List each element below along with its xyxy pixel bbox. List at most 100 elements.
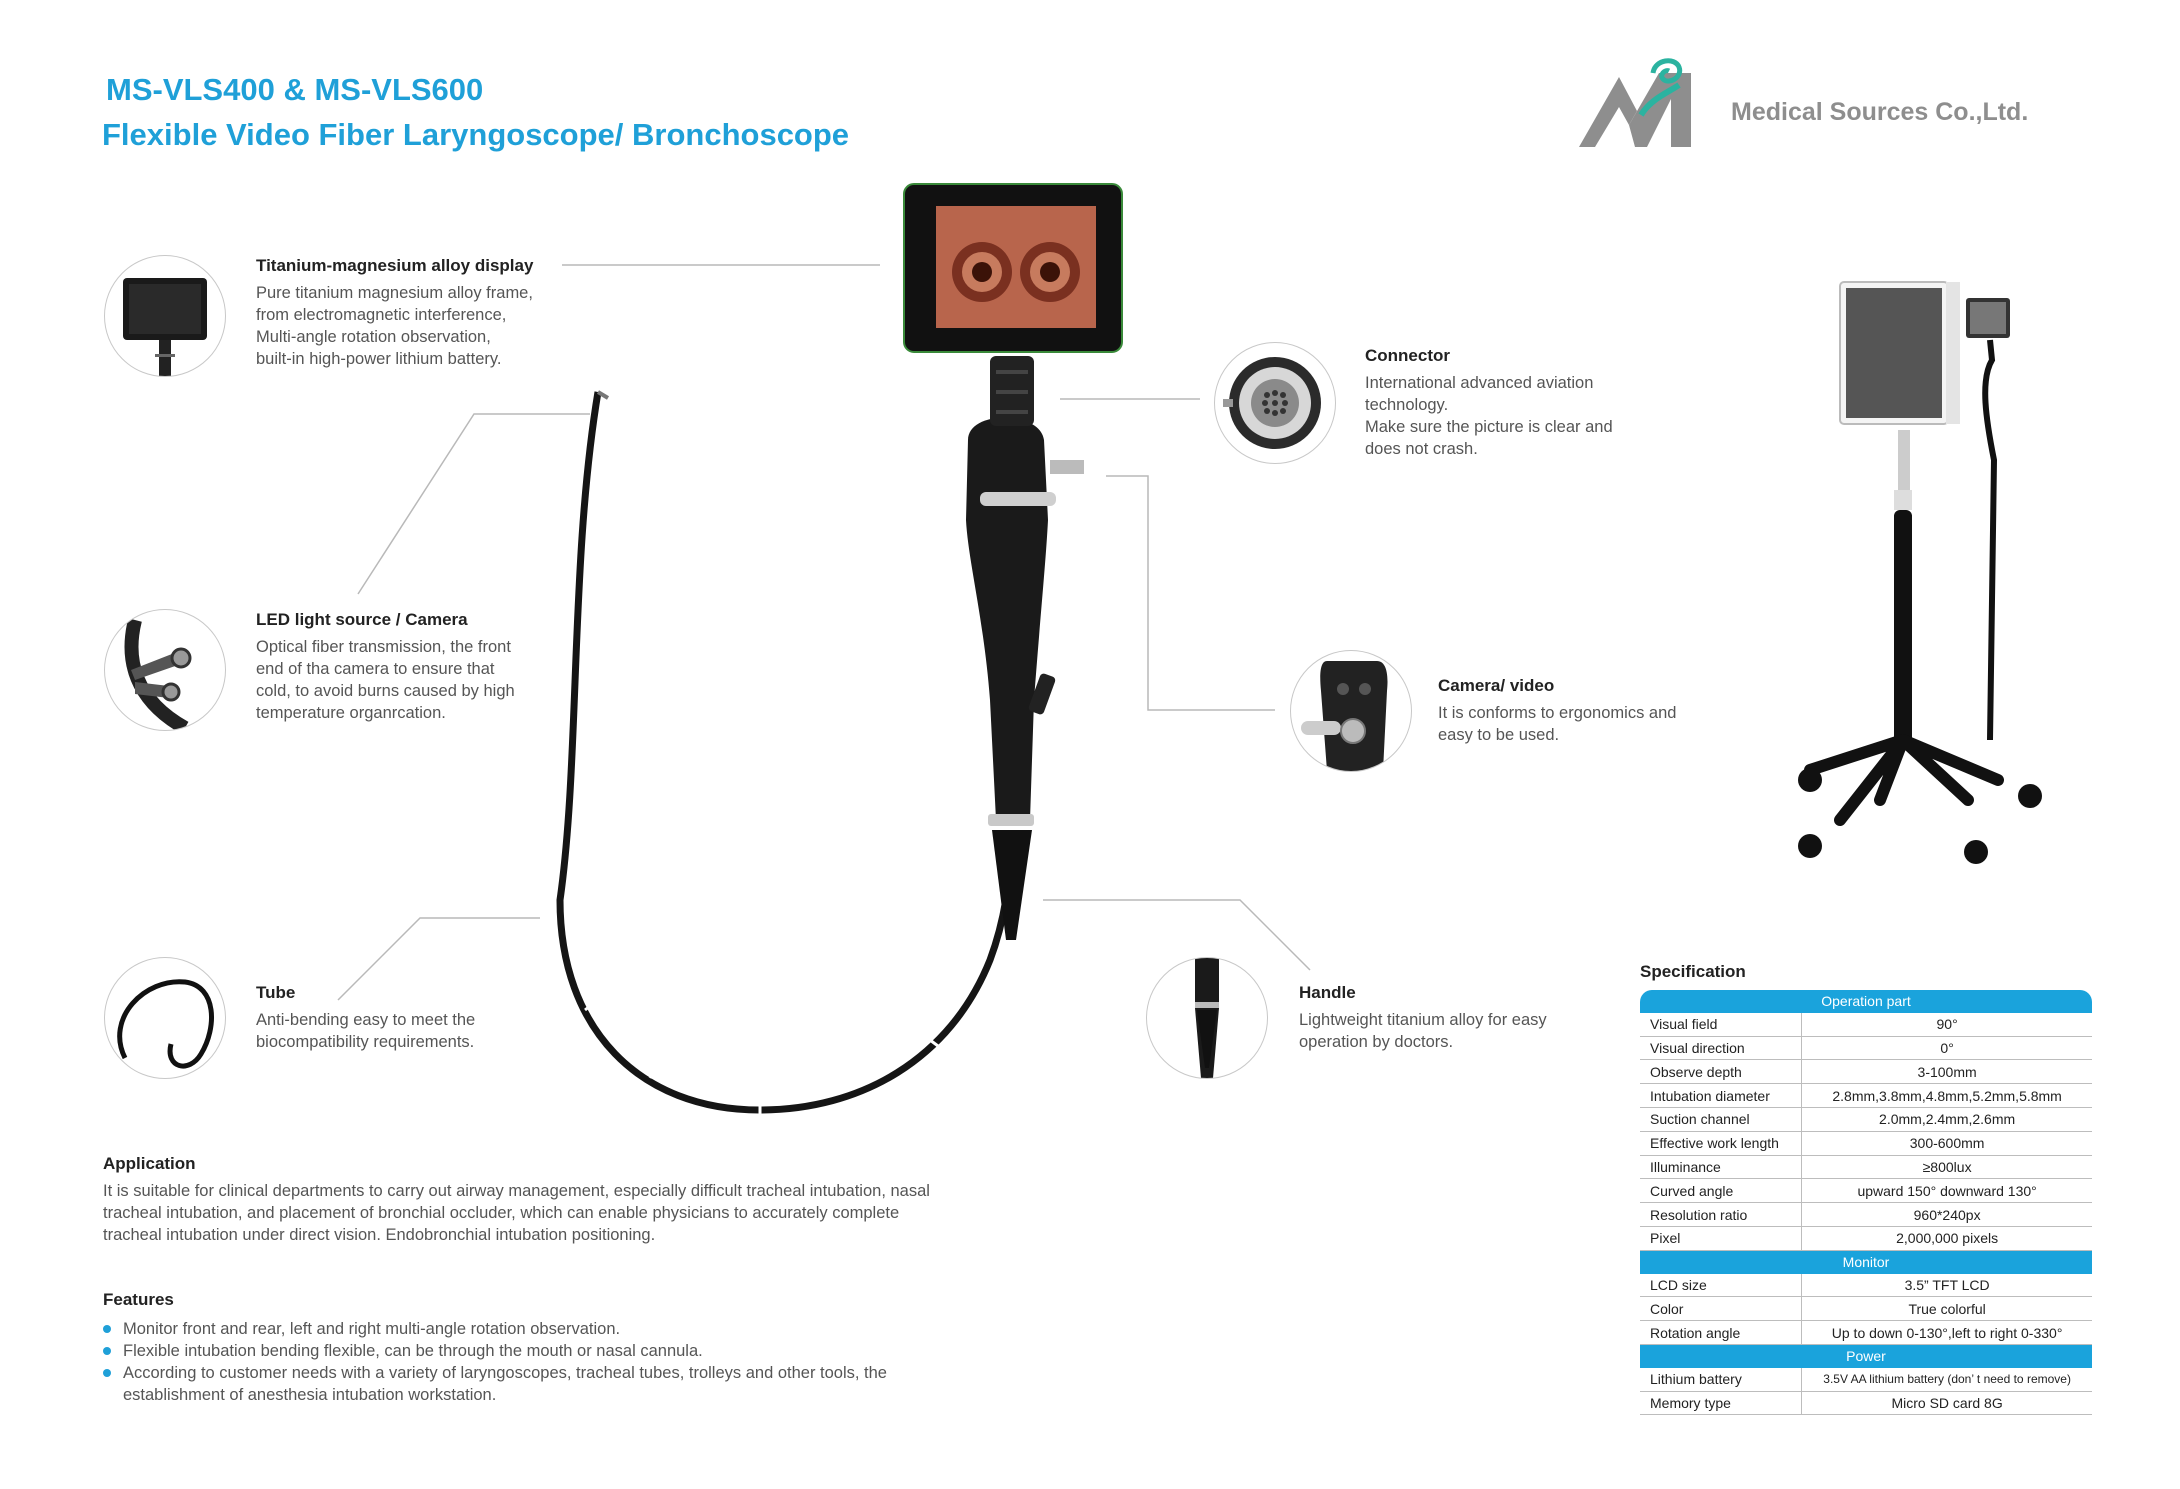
spec-label: Rotation angle (1640, 1320, 1802, 1345)
spec-label: Visual direction (1640, 1036, 1802, 1061)
spec-value: 960*240px (1801, 1202, 2092, 1227)
spec-label: LCD size (1640, 1273, 1802, 1298)
spec-label: Resolution ratio (1640, 1202, 1802, 1227)
feature-led-camera: LED light source / Camera Optical fiber … (256, 610, 515, 724)
feature-handle: Handle Lightweight titanium alloy for ea… (1299, 983, 1547, 1053)
feature-led-camera-title: LED light source / Camera (256, 610, 468, 629)
feature-display-line: Multi-angle rotation observation, (256, 328, 491, 346)
product-subtitle: Flexible Video Fiber Laryngoscope/ Bronc… (102, 117, 850, 152)
spec-label: Memory type (1640, 1391, 1802, 1416)
feature-display-line: built-in high-power lithium battery. (256, 350, 502, 368)
spec-section-name: Operation part (1640, 990, 2092, 1013)
features-title: Features (103, 1290, 174, 1309)
features-list-item: According to customer needs with a varie… (103, 1362, 983, 1406)
features-list-item: Monitor front and rear, left and right m… (103, 1318, 983, 1340)
feature-led-camera-line: end of tha camera to ensure that (256, 660, 495, 678)
features-list: Monitor front and rear, left and right m… (103, 1318, 983, 1406)
feature-camera-video-line: It is conforms to ergonomics and (1438, 704, 1677, 722)
feature-tube-line: Anti-bending easy to meet the (256, 1011, 476, 1029)
camera-video-thumbnail (1290, 650, 1412, 772)
feature-connector-title: Connector (1365, 346, 1450, 365)
spec-label: Suction channel (1640, 1107, 1802, 1132)
spec-value: 2.8mm,3.8mm,4.8mm,5.2mm,5.8mm (1801, 1083, 2092, 1108)
spec-value: Up to down 0-130°,left to right 0-330° (1801, 1320, 2092, 1345)
spec-label: Lithium battery (1640, 1367, 1802, 1392)
company-logo (1575, 55, 1725, 150)
feature-led-camera-line: Optical fiber transmission, the front (256, 638, 511, 656)
features-list-item: Flexible intubation bending flexible, ca… (103, 1340, 983, 1362)
feature-handle-title: Handle (1299, 983, 1356, 1002)
display-thumbnail (104, 255, 226, 377)
feature-connector-line: does not crash. (1365, 440, 1478, 458)
spec-label: Observe depth (1640, 1059, 1802, 1085)
spec-row: Illuminance≥800lux (1640, 1155, 2092, 1180)
spec-section-name: Power (1640, 1344, 2092, 1368)
application-line: It is suitable for clinical departments … (103, 1182, 930, 1200)
spec-label: Visual field (1640, 1012, 1802, 1037)
features-section: Features Monitor front and rear, left an… (103, 1290, 983, 1406)
spec-value: Micro SD card 8G (1801, 1391, 2092, 1416)
spec-section-header: Operation part (1640, 990, 2092, 1013)
spec-value: 2.0mm,2.4mm,2.6mm (1801, 1107, 2092, 1132)
spec-value: ≥800lux (1801, 1155, 2092, 1180)
feature-handle-line: Lightweight titanium alloy for easy (1299, 1011, 1547, 1029)
handle-thumbnail (1146, 957, 1268, 1079)
feature-display-title: Titanium-magnesium alloy display (256, 256, 534, 275)
spec-section-name: Monitor (1640, 1250, 2092, 1274)
spec-label: Intubation diameter (1640, 1083, 1802, 1108)
spec-label: Effective work length (1640, 1131, 1802, 1156)
feature-camera-video-line: easy to be used. (1438, 726, 1560, 744)
spec-section-header: Monitor (1640, 1250, 2092, 1274)
spec-value: 3.5V AA lithium battery (don’ t need to … (1801, 1367, 2092, 1392)
spec-value: 2,000,000 pixels (1801, 1226, 2092, 1251)
feature-connector-line: International advanced aviation (1365, 374, 1594, 392)
spec-value: 300-600mm (1801, 1131, 2092, 1156)
spec-label: Curved angle (1640, 1178, 1802, 1204)
feature-camera-video: Camera/ video It is conforms to ergonomi… (1438, 676, 1676, 746)
spec-value: 3-100mm (1801, 1059, 2092, 1085)
tube-thumbnail (104, 957, 226, 1079)
feature-tube-line: biocompatibility requirements. (256, 1033, 475, 1051)
feature-connector-line: technology. (1365, 396, 1449, 414)
application-line: tracheal intubation, and placement of br… (103, 1204, 900, 1222)
spec-value: True colorful (1801, 1296, 2092, 1322)
spec-value: 3.5” TFT LCD (1801, 1273, 2092, 1298)
spec-section-header: Power (1640, 1344, 2092, 1368)
feature-handle-line: operation by doctors. (1299, 1033, 1454, 1051)
feature-display-line: from electromagnetic interference, (256, 306, 507, 324)
application-section: Application It is suitable for clinical … (103, 1154, 1003, 1246)
spec-value: 0° (1801, 1036, 2092, 1061)
feature-camera-video-title: Camera/ video (1438, 676, 1555, 695)
feature-led-camera-line: cold, to avoid burns caused by high (256, 682, 515, 700)
spec-label: Pixel (1640, 1226, 1802, 1251)
company-name: Medical Sources Co.,Ltd. (1731, 98, 2029, 126)
feature-connector-line: Make sure the picture is clear and (1365, 418, 1613, 436)
spec-label: Illuminance (1640, 1155, 1802, 1180)
led-camera-thumbnail (104, 609, 226, 731)
feature-tube-title: Tube (256, 983, 296, 1002)
feature-display-line: Pure titanium magnesium alloy frame, (256, 284, 533, 302)
feature-connector: Connector International advanced aviatio… (1365, 346, 1613, 460)
specification-title: Specification (1640, 962, 1746, 981)
spec-label: Color (1640, 1296, 1802, 1322)
application-line: tracheal intubation under direct vision.… (103, 1226, 656, 1244)
feature-led-camera-line: temperature organrcation. (256, 704, 446, 722)
feature-display: Titanium-magnesium alloy display Pure ti… (256, 256, 533, 370)
feature-tube: Tube Anti-bending easy to meet the bioco… (256, 983, 475, 1053)
